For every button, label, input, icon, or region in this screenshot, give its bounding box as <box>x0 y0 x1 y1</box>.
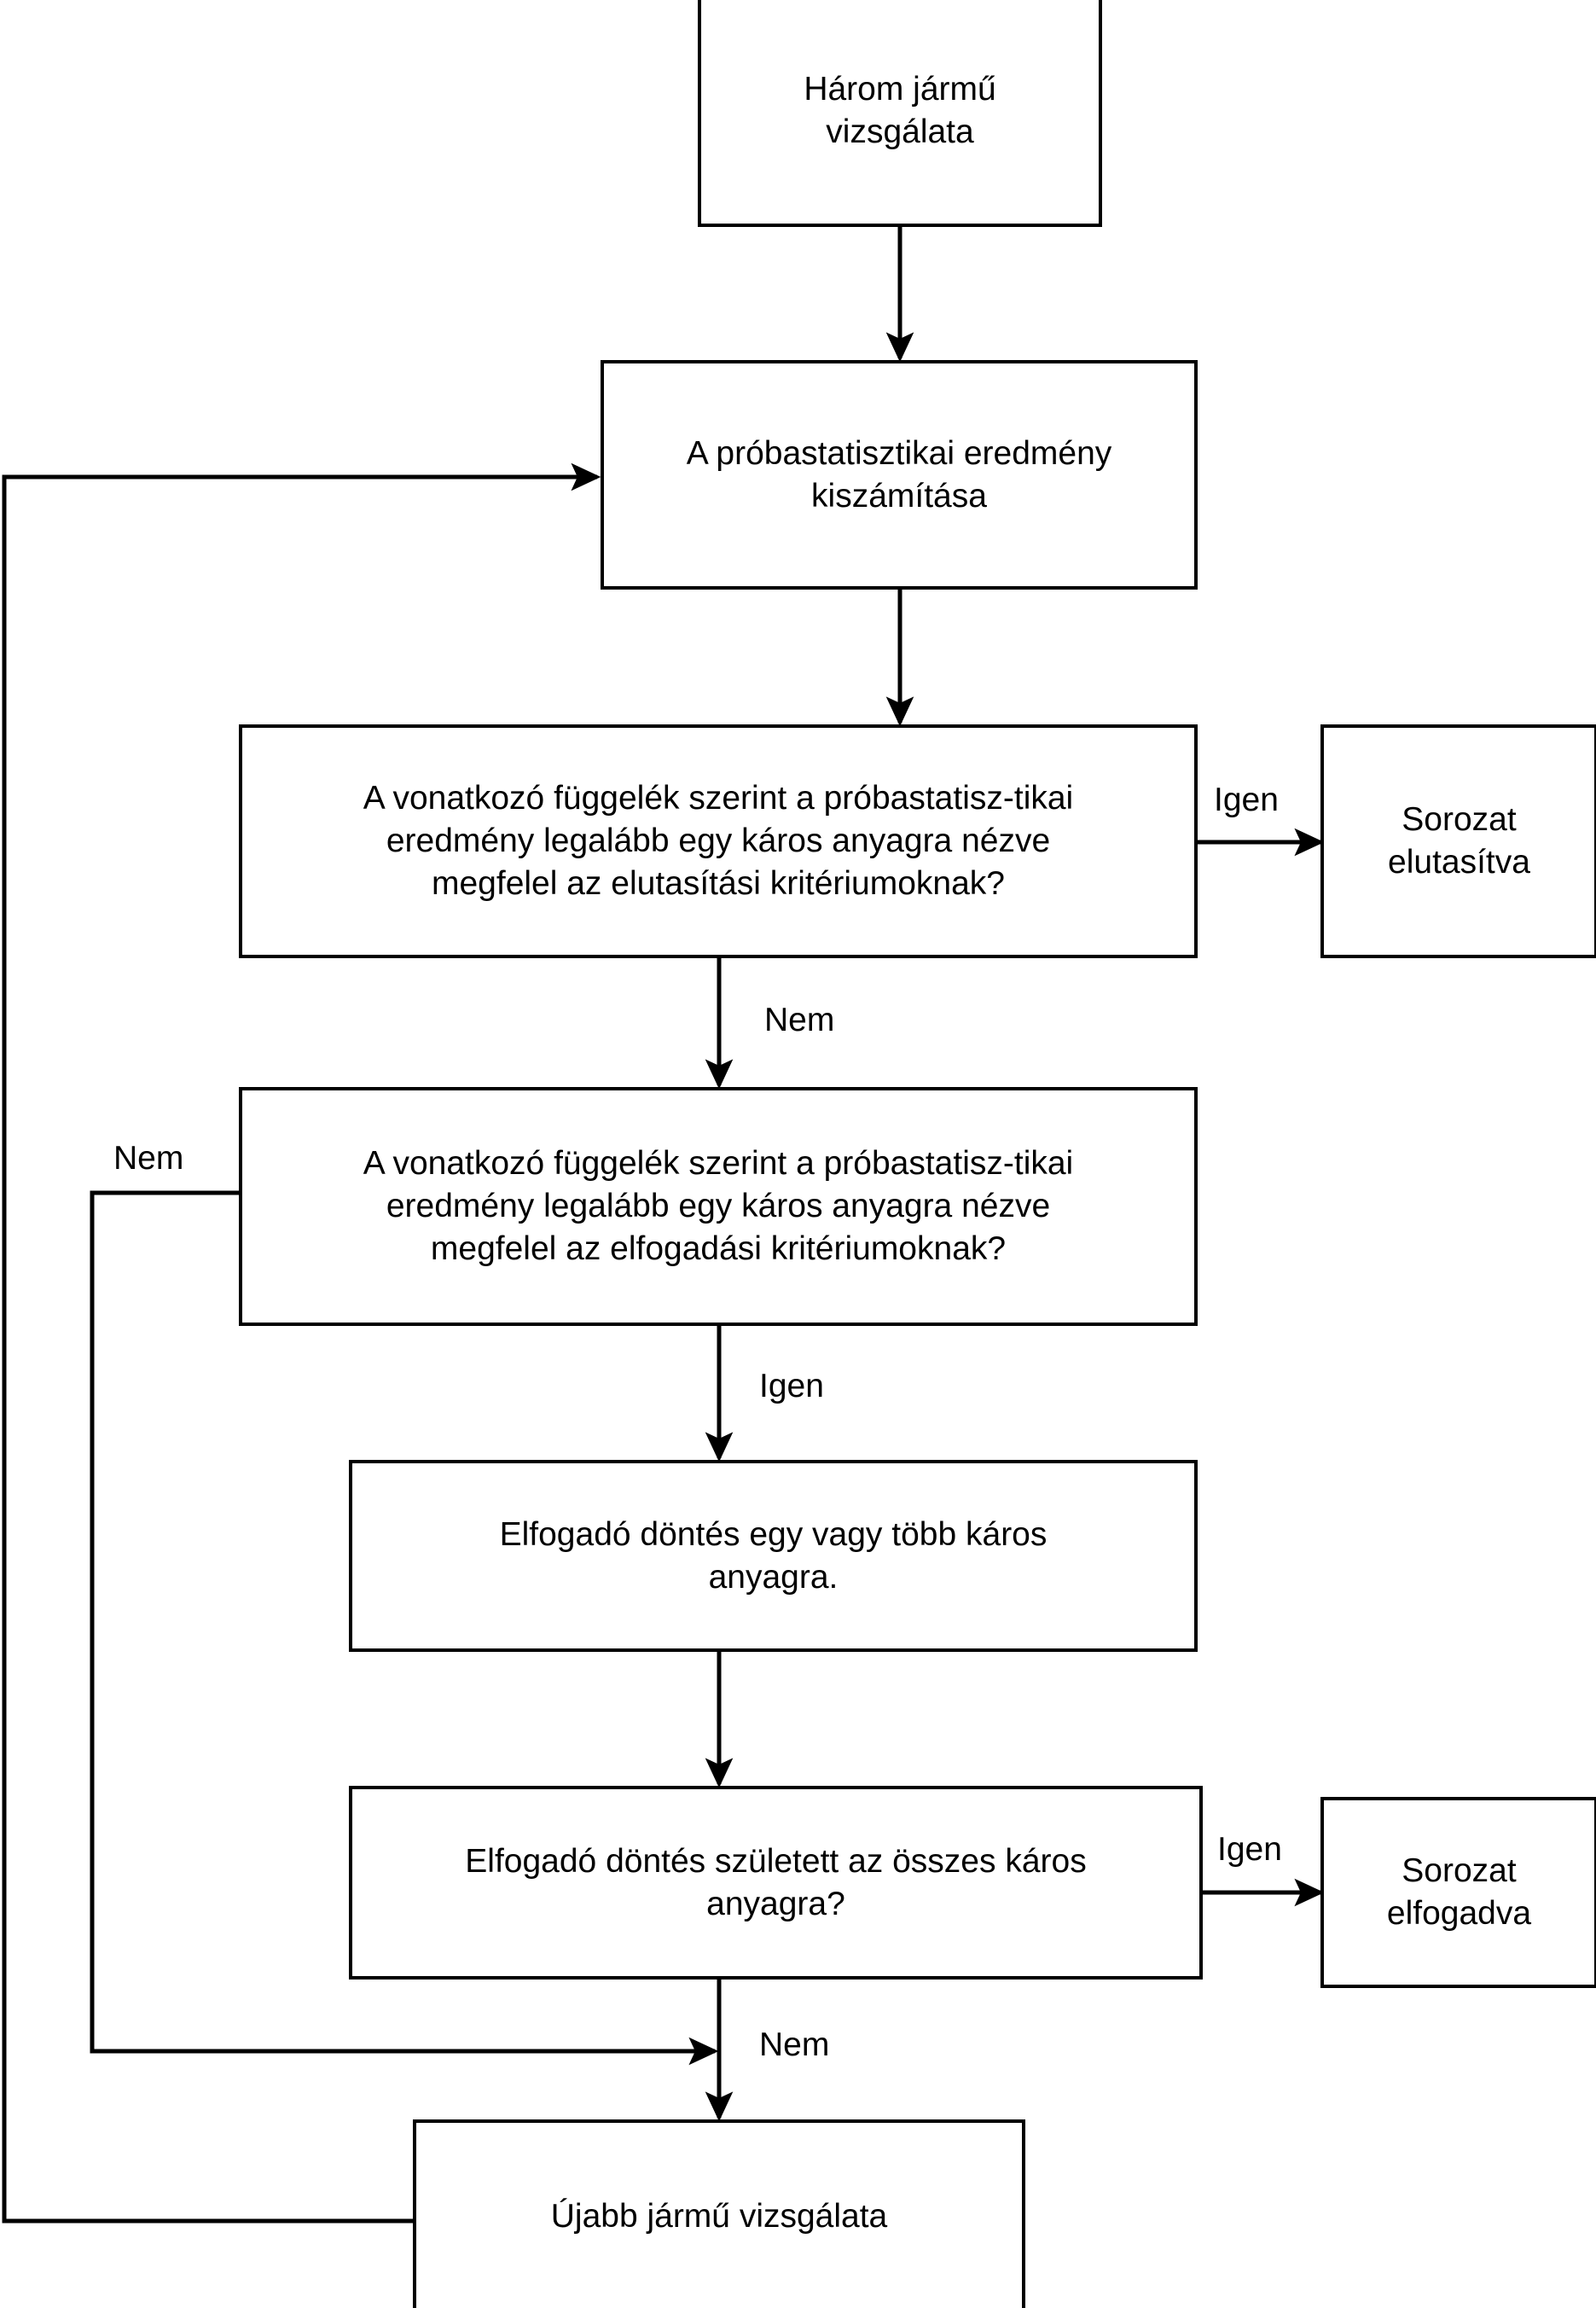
node-all-decided[interactable]: Elfogadó döntés született az összes káro… <box>349 1786 1203 1980</box>
node-accept-test[interactable]: A vonatkozó függelék szerint a próbastat… <box>239 1087 1198 1326</box>
node-start-label: Három jármű vizsgálata <box>804 71 996 150</box>
node-reject-test[interactable]: A vonatkozó függelék szerint a próbastat… <box>239 724 1198 958</box>
node-another-vehicle[interactable]: Újabb jármű vizsgálata <box>413 2119 1025 2308</box>
edge-label-all-yes: Igen <box>1217 1831 1282 1868</box>
node-series-accepted-label: Sorozat elfogadva <box>1386 1852 1532 1932</box>
node-accept-decision-label: Elfogadó döntés egy vagy több káros anya… <box>499 1515 1048 1596</box>
node-series-rejected-label: Sorozat elutasítva <box>1388 801 1530 881</box>
node-accept-decision[interactable]: Elfogadó döntés egy vagy több káros anya… <box>349 1460 1198 1652</box>
node-compute-label: A próbastatisztikai eredmény kiszámítása <box>686 434 1112 515</box>
node-series-rejected[interactable]: Sorozat elutasítva <box>1320 724 1596 958</box>
edge-label-all-no: Nem <box>759 2026 830 2063</box>
node-another-vehicle-label: Újabb jármű vizsgálata <box>550 2198 888 2235</box>
edge-label-reject-no: Nem <box>764 1002 835 1038</box>
edge-label-accept-yes: Igen <box>759 1368 824 1404</box>
node-accept-test-label: A vonatkozó függelék szerint a próbastat… <box>363 1145 1074 1267</box>
node-all-decided-label: Elfogadó döntés született az összes káro… <box>465 1842 1087 1922</box>
node-compute[interactable]: A próbastatisztikai eredmény kiszámítása <box>601 360 1198 590</box>
node-start[interactable]: Három jármű vizsgálata <box>698 0 1102 227</box>
edge-label-reject-yes: Igen <box>1214 782 1279 818</box>
edge-label-accept-no: Nem <box>113 1140 184 1177</box>
node-series-accepted[interactable]: Sorozat elfogadva <box>1320 1797 1596 1988</box>
node-reject-test-label: A vonatkozó függelék szerint a próbastat… <box>363 780 1074 902</box>
